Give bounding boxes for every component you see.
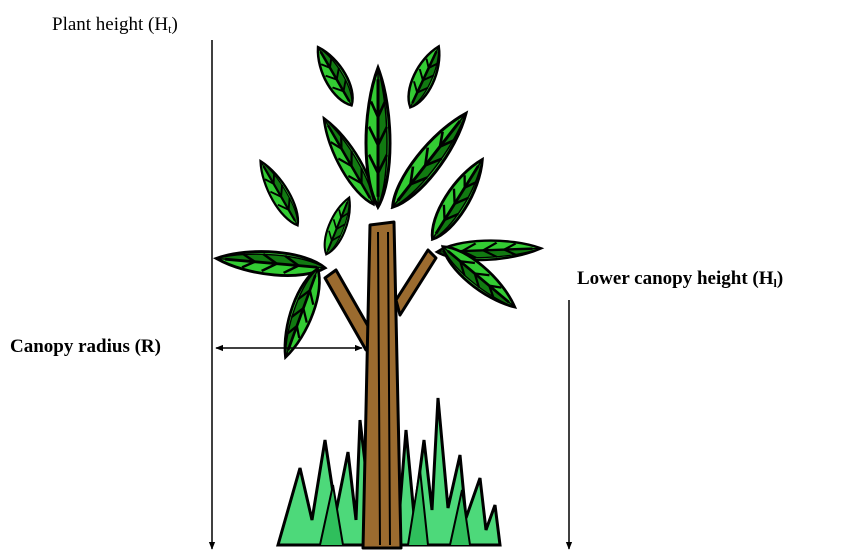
- plant-height-label: Plant height (Ht): [52, 14, 178, 36]
- canopy-radius-label: Canopy radius (R): [10, 336, 161, 358]
- lower-canopy-height-label: Lower canopy height (Hl): [577, 268, 783, 290]
